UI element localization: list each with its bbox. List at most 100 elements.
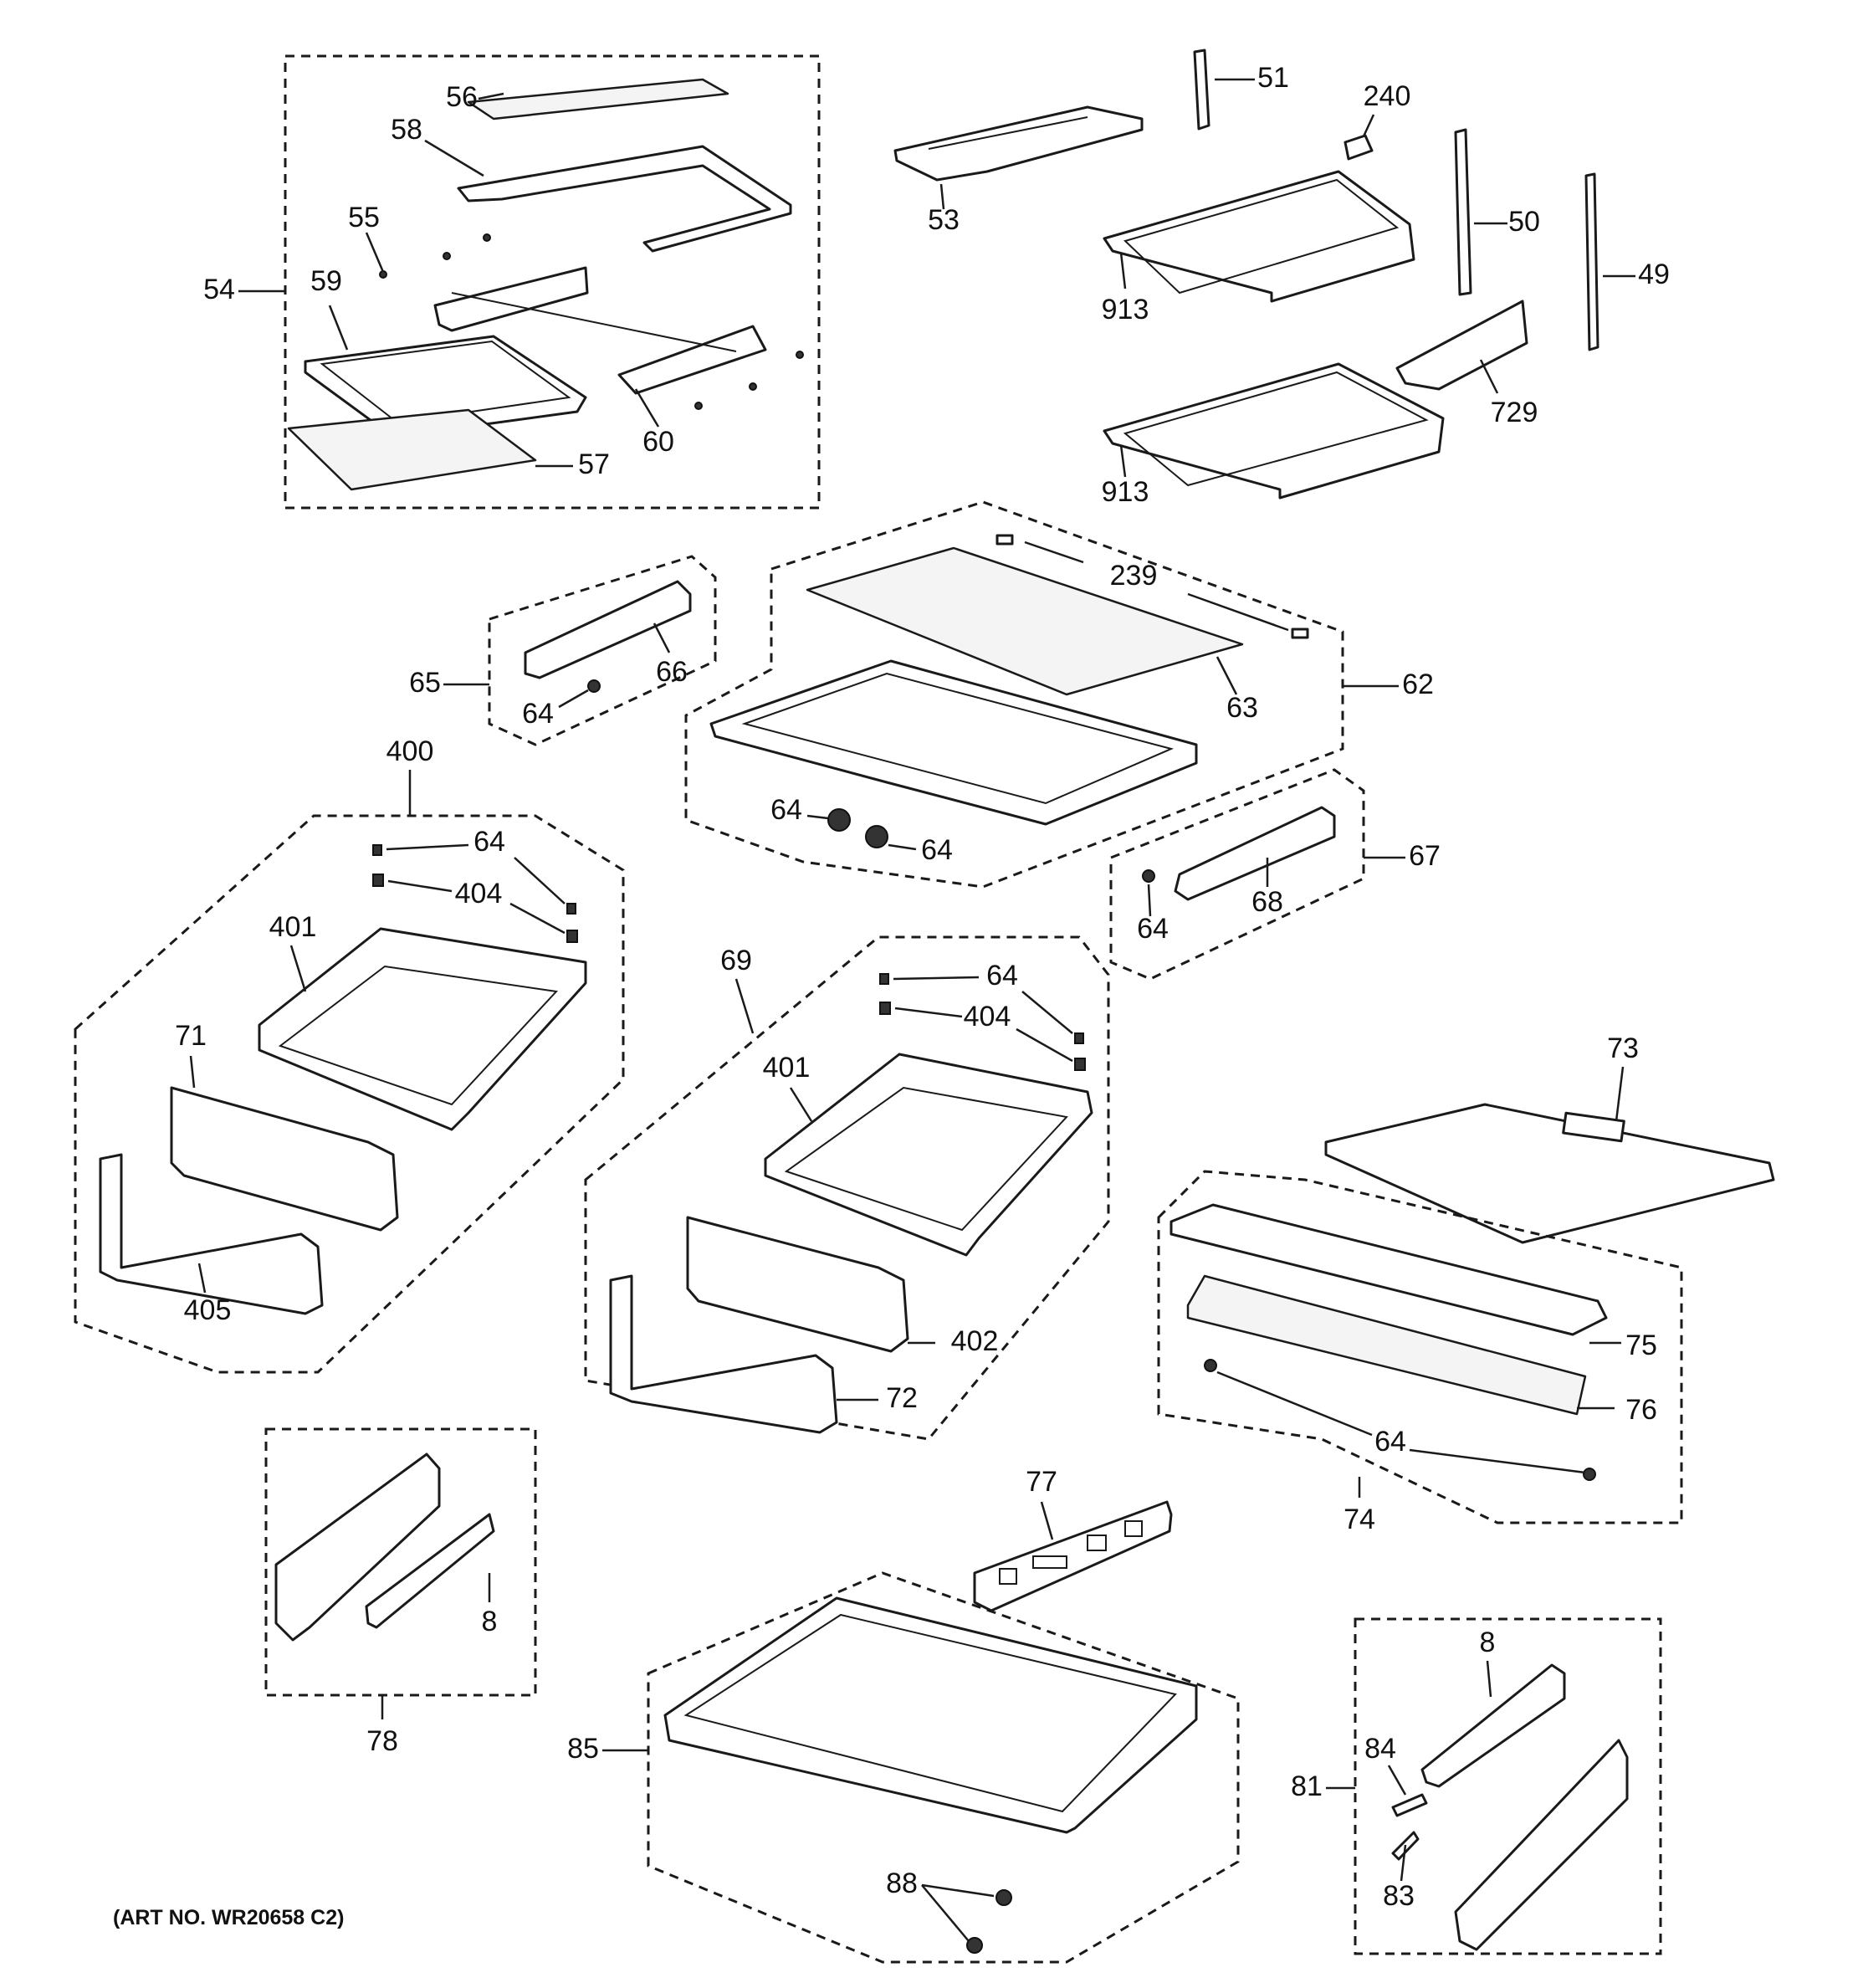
part-68-rail — [1174, 806, 1336, 901]
leader-401a — [289, 945, 307, 992]
part-81-slide — [1420, 1663, 1566, 1788]
group-65: 65 66 64 — [409, 555, 717, 746]
group-65-boundary — [488, 555, 717, 746]
group-85-basket: 85 88 — [567, 1571, 1240, 1964]
callout-81: 81 — [1291, 1770, 1323, 1802]
part-64-roller — [827, 808, 851, 832]
callout-51: 51 — [1257, 62, 1289, 94]
callout-64-c: 64 — [921, 834, 953, 866]
part-77-slot — [1087, 1535, 1107, 1551]
leader-53 — [939, 183, 945, 210]
callout-84: 84 — [1364, 1733, 1396, 1765]
group-69-drawer: 69 64 404 401 402 72 — [584, 935, 1110, 1441]
part-404-clip — [879, 1002, 891, 1015]
callout-76: 76 — [1625, 1394, 1657, 1426]
callout-74: 74 — [1344, 1504, 1375, 1535]
part-62-crisper-cover — [709, 659, 1198, 826]
callout-64-d: 64 — [1137, 913, 1169, 945]
group-54-shelf-assembly: 56 58 55 59 54 60 57 — [203, 54, 821, 510]
leader-77 — [1040, 1501, 1054, 1540]
leader-405 — [197, 1263, 207, 1294]
callout-240: 240 — [1364, 80, 1411, 112]
leader-64g — [1216, 1371, 1373, 1437]
group-400-boundary — [74, 814, 625, 1374]
callout-53: 53 — [928, 204, 960, 236]
callout-68: 68 — [1251, 886, 1283, 918]
part-72-handle — [609, 1274, 838, 1434]
part-77-divider — [973, 1500, 1173, 1612]
callout-64-g: 64 — [1374, 1426, 1406, 1458]
callout-67: 67 — [1409, 840, 1441, 872]
part-64-bumper — [1204, 1359, 1217, 1372]
part-59-shelf — [304, 335, 587, 438]
part-51-rail — [1193, 49, 1210, 131]
leader-239 — [1024, 541, 1084, 564]
callout-59: 59 — [310, 265, 342, 297]
part-913-lower-inner — [1123, 371, 1429, 487]
group-81-boundary — [1354, 1617, 1662, 1955]
callout-405: 405 — [184, 1294, 232, 1326]
callout-58: 58 — [391, 114, 422, 146]
part-77-slot — [999, 1568, 1017, 1585]
callout-77: 77 — [1026, 1466, 1057, 1498]
leader-913b — [1119, 444, 1127, 478]
group-73-74: 73 75 76 64 74 — [1157, 1032, 1775, 1535]
group-400-drawer: 400 64 404 401 71 405 — [74, 735, 625, 1374]
group-78: 8 78 — [264, 1427, 537, 1757]
part-64-bumper — [1074, 1032, 1084, 1044]
group-85-boundary — [647, 1571, 1240, 1964]
callout-401-b: 401 — [763, 1052, 811, 1084]
leader-64f — [893, 976, 980, 981]
leader-88b — [921, 1884, 970, 1942]
callout-60: 60 — [642, 426, 674, 458]
part-88-bumper — [966, 1937, 983, 1954]
screw — [694, 402, 703, 410]
part-404-clip — [566, 930, 578, 943]
leader-56 — [478, 92, 504, 100]
part-239-clip — [995, 534, 1014, 546]
callout-88: 88 — [886, 1868, 918, 1899]
part-64-bumper — [372, 844, 382, 856]
leader-55 — [365, 232, 385, 273]
part-404-clip — [1074, 1058, 1086, 1071]
leader-71 — [189, 1055, 196, 1089]
leader-59 — [328, 305, 349, 351]
callout-54: 54 — [203, 274, 235, 305]
part-78-slide — [274, 1453, 441, 1642]
part-64-bumper — [587, 679, 601, 693]
callout-66: 66 — [656, 656, 688, 688]
callout-64-a: 64 — [522, 698, 554, 730]
part-64-bumper — [1142, 869, 1155, 883]
callout-56: 56 — [446, 81, 478, 113]
callout-78: 78 — [366, 1725, 398, 1757]
callout-8-a: 8 — [482, 1606, 498, 1637]
leader-64e — [386, 843, 469, 851]
leader-64d — [1147, 884, 1152, 917]
part-78-rail — [365, 1513, 495, 1629]
callout-8-b: 8 — [1480, 1627, 1496, 1658]
leader-58 — [424, 139, 484, 177]
callout-83: 83 — [1383, 1880, 1415, 1912]
part-53-rail — [928, 116, 1088, 150]
part-77-slot — [1032, 1555, 1067, 1569]
group-67-boundary — [1109, 768, 1365, 981]
part-50-rail — [1454, 128, 1472, 296]
group-74-boundary — [1157, 1170, 1683, 1524]
group-62: 239 63 62 64 64 — [684, 500, 1434, 889]
leader-64b — [806, 814, 829, 820]
leader-401b — [789, 1087, 813, 1122]
callout-49: 49 — [1638, 259, 1670, 290]
part-60-bracket — [433, 266, 589, 332]
part-913-shelf-upper — [1103, 170, 1415, 303]
part-64-bumper — [879, 973, 889, 985]
part-401-bin — [258, 927, 587, 1131]
part-59-inner — [320, 340, 571, 424]
leader-66 — [653, 623, 671, 653]
screw — [796, 351, 804, 359]
screw — [443, 252, 451, 260]
part-913-upper-inner — [1123, 178, 1400, 295]
callout-402: 402 — [951, 1325, 999, 1357]
part-49-rail — [1584, 172, 1599, 351]
group-62-boundary — [684, 500, 1344, 889]
part-88-bumper — [995, 1889, 1012, 1906]
